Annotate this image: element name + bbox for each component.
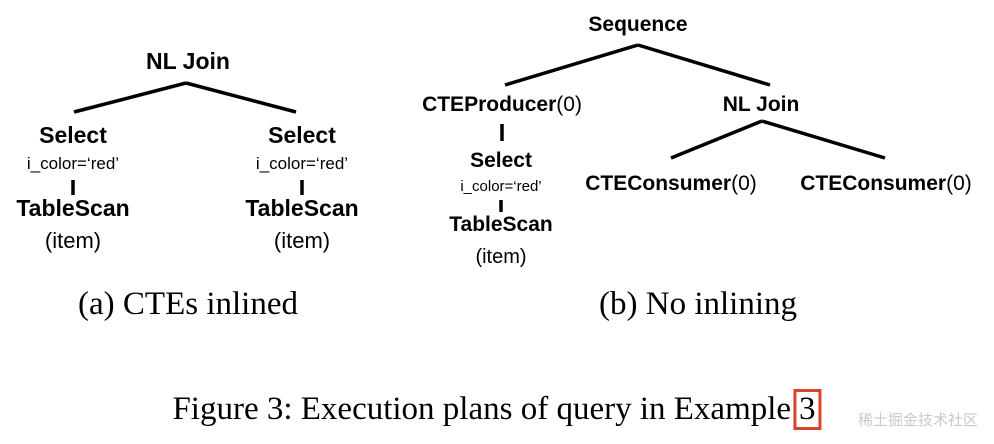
cte-consumer-node-1: CTEConsumer(0)	[585, 173, 757, 194]
edge-sequence-producer	[504, 43, 639, 87]
right-join-node: NL Join	[722, 93, 800, 116]
left-join-node: NL Join	[146, 48, 230, 74]
cte-consumer-2-name: CTEConsumer	[800, 172, 947, 195]
left-scan-node-2: TableScan	[245, 195, 359, 221]
left-predicate-2: i_color=‘red’	[255, 154, 349, 173]
right-select-node: Select	[470, 149, 532, 172]
edge-join-consumer-left	[670, 119, 763, 160]
figure-caption-text: Figure 3: Execution plans of query in Ex…	[172, 391, 792, 427]
sequence-node: Sequence	[588, 13, 688, 36]
left-select-node-2: Select	[268, 122, 336, 148]
caption-a: (a) CTEs inlined	[78, 288, 298, 321]
left-predicate-1: i_color=‘red’	[26, 154, 120, 173]
caption-b: (b) No inlining	[599, 288, 797, 321]
right-predicate: i_color=‘red’	[460, 178, 542, 195]
watermark: 稀土掘金技术社区	[858, 411, 979, 429]
cte-consumer-2-id: (0)	[946, 172, 972, 195]
cte-producer-node: CTEProducer(0)	[422, 94, 582, 115]
cte-consumer-1-name: CTEConsumer	[585, 172, 732, 195]
cte-producer-name: CTEProducer	[422, 93, 557, 116]
caption-a-text: CTEs inlined	[122, 286, 298, 322]
left-scan-node-1: TableScan	[16, 195, 130, 221]
figure-caption: Figure 3: Execution plans of query in Ex…	[172, 389, 822, 430]
left-table-1: (item)	[44, 228, 102, 253]
figure-number-highlight: 3	[793, 389, 822, 430]
edge-sequence-join	[637, 43, 771, 87]
cte-consumer-node-2: CTEConsumer(0)	[800, 173, 972, 194]
left-select-node-1: Select	[39, 122, 107, 148]
right-table: (item)	[475, 246, 527, 268]
caption-b-label: (b)	[599, 286, 638, 322]
edge-join-left-select	[73, 81, 187, 114]
right-scan-node: TableScan	[449, 213, 553, 236]
cte-consumer-1-id: (0)	[731, 172, 757, 195]
edge-join-consumer-right	[761, 119, 886, 160]
caption-a-label: (a)	[78, 286, 115, 322]
edge-join-right-select	[185, 81, 297, 114]
left-table-2: (item)	[273, 228, 331, 253]
cte-producer-id: (0)	[556, 93, 582, 116]
caption-b-text: No inlining	[645, 286, 797, 322]
